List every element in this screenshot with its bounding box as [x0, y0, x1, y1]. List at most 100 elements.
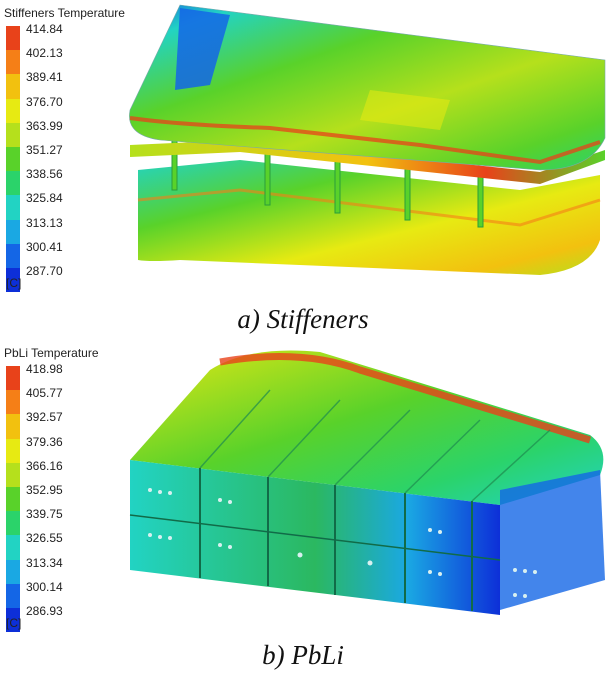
port-hole — [428, 528, 432, 532]
legend-tick-label: 339.75 — [26, 507, 63, 522]
port-hole — [513, 593, 517, 597]
color-bar-swatch — [6, 26, 20, 51]
legend-tick-label: 389.41 — [26, 70, 63, 85]
stiffener-rib — [334, 157, 341, 214]
stiffeners-caption: a) Stiffeners — [237, 304, 369, 334]
color-bar-swatch — [6, 535, 20, 560]
legend-tick-label: 351.27 — [26, 143, 63, 157]
stiffeners-color-bar — [6, 26, 20, 293]
color-bar-swatch — [6, 511, 20, 536]
port-hole — [438, 530, 442, 534]
stiffeners-legend: Stiffeners Temperature 414.84 402.13 389.4… — [4, 6, 125, 293]
legend-tick-label: 405.77 — [26, 386, 63, 401]
port-hole — [523, 569, 527, 573]
color-bar-swatch — [6, 462, 20, 487]
pbli-legend-title: PbLi Temperature — [4, 346, 99, 360]
lower-plate — [138, 160, 600, 275]
color-bar-swatch — [6, 607, 20, 633]
stiffeners-legend-unit: [C] — [6, 276, 22, 290]
port-hole — [218, 543, 222, 547]
top-ridge — [267, 399, 341, 478]
middle-plate — [130, 140, 605, 184]
pbli-top-face — [130, 350, 604, 505]
pbli-cold-corner — [500, 470, 605, 610]
pbli-hot-edge — [219, 353, 592, 444]
legend-tick-label: 402.13 — [26, 46, 63, 61]
port-hole — [158, 490, 162, 494]
color-bar-swatch — [6, 583, 20, 608]
legend-tick-label: 366.16 — [26, 458, 63, 473]
top-ridge — [404, 419, 481, 494]
legend-tick-label: 392.57 — [26, 410, 63, 425]
color-bar-swatch — [6, 146, 20, 172]
legend-tick-label: 313.34 — [26, 555, 63, 570]
legend-tick-label: 414.84 — [26, 22, 63, 36]
port-hole — [533, 570, 537, 574]
stiffeners-legend-title: Stiffeners Temperature — [4, 6, 125, 20]
port-hole — [428, 570, 432, 574]
color-bar-swatch — [6, 414, 20, 439]
pbli-top-ridges — [199, 389, 551, 502]
lower-plate-hot-band — [137, 188, 601, 227]
port-hole — [367, 560, 373, 566]
legend-tick-label: 300.41 — [26, 239, 63, 254]
port-hole — [513, 568, 517, 572]
top-plate-warm-region — [360, 90, 450, 130]
pbli-horizontal-band — [129, 514, 501, 561]
legend-tick-label: 325.84 — [26, 191, 63, 206]
port-hole — [148, 533, 152, 537]
color-bar-swatch — [6, 486, 20, 512]
pbli-ports — [148, 488, 537, 598]
stiffener-rib — [477, 171, 484, 228]
top-plate-cold-region — [175, 8, 230, 90]
color-bar-swatch — [6, 390, 20, 415]
pbli-caption: b) PbLi — [262, 640, 344, 670]
legend-tick-label: 379.36 — [26, 434, 63, 449]
color-bar-swatch — [6, 171, 20, 196]
color-bar-swatch — [6, 267, 20, 293]
color-bar-swatch — [6, 74, 20, 99]
panel-stiffeners: Stiffeners Temperature 414.84 402.13 389.4… — [4, 4, 606, 334]
pbli-legend-unit: [C] — [6, 616, 22, 630]
pbli-color-bar — [6, 366, 20, 633]
port-hole — [158, 535, 162, 539]
top-ridge — [334, 409, 411, 486]
color-bar-swatch — [6, 243, 20, 268]
color-bar-swatch — [6, 219, 20, 244]
top-ridge — [471, 429, 551, 502]
color-bar-swatch — [6, 122, 20, 147]
top-ridge — [199, 389, 271, 469]
legend-tick-label: 287.70 — [26, 264, 63, 278]
color-bar-swatch — [6, 366, 20, 391]
legend-tick-label: 376.70 — [26, 94, 63, 109]
color-bar-swatch — [6, 438, 20, 463]
panel-pbli: PbLi Temperature 418.98 405.77 392.57 379.3… — [0, 340, 606, 673]
port-hole — [297, 552, 303, 558]
color-bar-swatch — [6, 98, 20, 123]
port-hole — [523, 594, 527, 598]
legend-tick-label: 363.99 — [26, 118, 63, 133]
pbli-legend: PbLi Temperature 418.98 405.77 392.57 379.3… — [4, 346, 99, 633]
port-hole — [148, 488, 152, 492]
legend-tick-label: 352.95 — [26, 483, 63, 497]
legend-tick-label: 326.55 — [26, 531, 63, 546]
color-bar-swatch — [6, 195, 20, 220]
stiffener-rib — [264, 149, 271, 206]
port-hole — [168, 491, 172, 495]
color-bar-swatch — [6, 50, 20, 75]
stiffener-ribs — [171, 139, 484, 228]
port-hole — [438, 572, 442, 576]
port-hole — [218, 498, 222, 502]
port-hole — [168, 536, 172, 540]
top-plate-hot-edge — [129, 116, 601, 165]
port-hole — [228, 500, 232, 504]
legend-tick-label: 286.93 — [26, 604, 63, 618]
color-bar-swatch — [6, 559, 20, 584]
legend-tick-label: 338.56 — [26, 167, 63, 182]
pbli-3d-plot — [129, 350, 605, 615]
legend-tick-label: 300.14 — [26, 579, 63, 594]
port-hole — [228, 545, 232, 549]
legend-tick-label: 313.13 — [26, 215, 63, 230]
legend-tick-label: 418.98 — [26, 362, 63, 376]
stiffener-rib — [404, 164, 411, 221]
